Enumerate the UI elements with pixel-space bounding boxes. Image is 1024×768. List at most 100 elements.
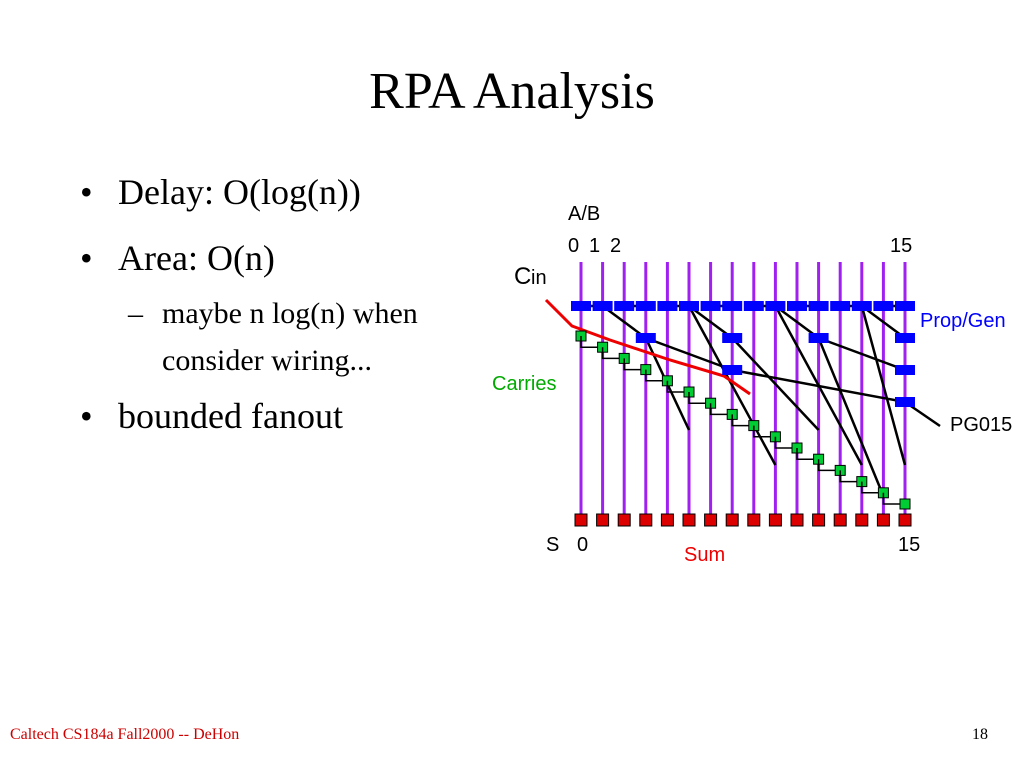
- bullet-dot: •: [80, 172, 93, 212]
- prop-gen-node: [722, 365, 743, 375]
- footer-course: Caltech CS184a Fall2000 -- DeHon: [10, 726, 240, 743]
- sum-node: [574, 513, 588, 527]
- sum-index-15: 15: [898, 534, 920, 556]
- bit-index-0: 0: [568, 235, 579, 257]
- prop-gen-node: [851, 301, 872, 311]
- bullet-text: Delay: O(log(n)): [118, 172, 361, 212]
- cin-path: [544, 298, 751, 396]
- prop-gen-node: [722, 301, 743, 311]
- sum-node: [898, 513, 912, 527]
- sum-node: [704, 513, 718, 527]
- prop-gen-node: [873, 301, 894, 311]
- carry-step-line: [817, 459, 841, 472]
- cin-label-in: in: [531, 267, 547, 289]
- ab-label: A/B: [568, 203, 600, 225]
- prefix-link: [687, 305, 777, 466]
- carry-step-line: [666, 380, 689, 393]
- footer-page-number: 18: [972, 726, 988, 743]
- prop-gen-node: [808, 333, 829, 343]
- sum-node: [833, 513, 847, 527]
- diagram-labels: A/B 0 1 2 15 C in Prop/Gen Carries PG015…: [492, 203, 1012, 566]
- sum-label: Sum: [684, 544, 725, 566]
- bit-index-2: 2: [610, 235, 621, 257]
- prop-gen-node: [571, 301, 591, 311]
- prop-gen-node: [700, 301, 721, 311]
- sum-index-0: 0: [577, 534, 588, 556]
- sum-nodes: [574, 513, 912, 527]
- prefix-link: [688, 304, 733, 340]
- carry-step-line: [709, 403, 733, 416]
- sum-node: [725, 513, 739, 527]
- bullet-item: • Area: O(n) – maybe n log(n) when consi…: [80, 238, 452, 384]
- bullet-text: bounded fanout: [118, 396, 343, 436]
- sum-node: [855, 513, 869, 527]
- prefix-link: [817, 337, 885, 497]
- sum-node: [617, 513, 631, 527]
- sum-node: [790, 513, 804, 527]
- prefix-link: [774, 305, 863, 466]
- sub-bullet-text: maybe n log(n) when consider wiring...: [162, 297, 418, 377]
- bullet-item: • Delay: O(log(n)): [80, 172, 452, 212]
- prefix-link: [645, 336, 733, 372]
- prop-gen-node: [743, 301, 764, 311]
- carry-step-line: [731, 414, 754, 427]
- propgen-label: Prop/Gen: [920, 310, 1006, 332]
- prop-gen-node: [808, 301, 829, 311]
- prop-gen-node: [830, 301, 851, 311]
- prop-gen-node: [722, 333, 743, 343]
- sum-node: [596, 513, 610, 527]
- prop-gen-node: [895, 397, 915, 407]
- prop-gen-nodes: [571, 301, 915, 407]
- sum-node: [747, 513, 761, 527]
- bullet-text: Area: O(n): [118, 238, 275, 278]
- carry-step-line: [623, 358, 646, 371]
- prop-gen-node: [679, 301, 699, 311]
- carry-nodes: [575, 330, 911, 510]
- prop-gen-node: [895, 301, 915, 311]
- prop-gen-node: [787, 301, 807, 311]
- carry-node: [899, 498, 911, 510]
- bullet-item: • bounded fanout: [80, 396, 452, 436]
- slide-title: RPA Analysis: [369, 63, 655, 120]
- carry-step-line: [688, 392, 711, 404]
- prop-gen-node: [657, 301, 678, 311]
- carry-step-line: [645, 369, 668, 382]
- bullet-list: • Delay: O(log(n)) • Area: O(n) – maybe …: [80, 172, 452, 436]
- carry-step-line: [753, 425, 776, 438]
- prop-gen-node: [765, 301, 786, 311]
- prefix-link: [818, 336, 906, 372]
- bullet-dot: •: [80, 238, 93, 278]
- prefix-link: [774, 304, 820, 340]
- sum-node: [639, 513, 653, 527]
- prop-gen-node: [635, 301, 656, 311]
- prefix-link: [861, 304, 906, 340]
- carry-step-line: [861, 481, 884, 494]
- sum-node: [812, 513, 826, 527]
- sum-node: [660, 513, 674, 527]
- sub-bullet-item: – maybe n log(n) when consider wiring...: [118, 290, 452, 384]
- carry-step-line: [882, 492, 905, 505]
- carry-step-line: [774, 436, 797, 449]
- sub-bullet-dash: –: [128, 297, 143, 330]
- bullet-dot: •: [80, 396, 93, 436]
- cin-wire: [544, 298, 751, 396]
- carry-step-line: [839, 470, 862, 483]
- prefix-link: [731, 337, 820, 431]
- rpa-adder-diagram: A/B 0 1 2 15 C in Prop/Gen Carries PG015…: [492, 203, 1012, 566]
- pg015-label: PG015: [950, 414, 1012, 436]
- bit-index-15: 15: [890, 235, 912, 257]
- prop-gen-node: [614, 301, 635, 311]
- prefix-link: [860, 305, 907, 466]
- prop-gen-node: [895, 365, 915, 375]
- prefix-links: [581, 304, 941, 497]
- carry-step-line: [580, 336, 603, 348]
- sum-node: [682, 513, 696, 527]
- prop-gen-node: [895, 333, 915, 343]
- carries-label: Carries: [492, 373, 556, 395]
- prefix-link: [601, 304, 647, 340]
- prop-gen-node: [592, 301, 613, 311]
- cin-label-c: C: [514, 263, 531, 290]
- carry-step-line: [601, 347, 625, 360]
- carry-step-line: [796, 448, 819, 460]
- sum-node: [876, 513, 890, 527]
